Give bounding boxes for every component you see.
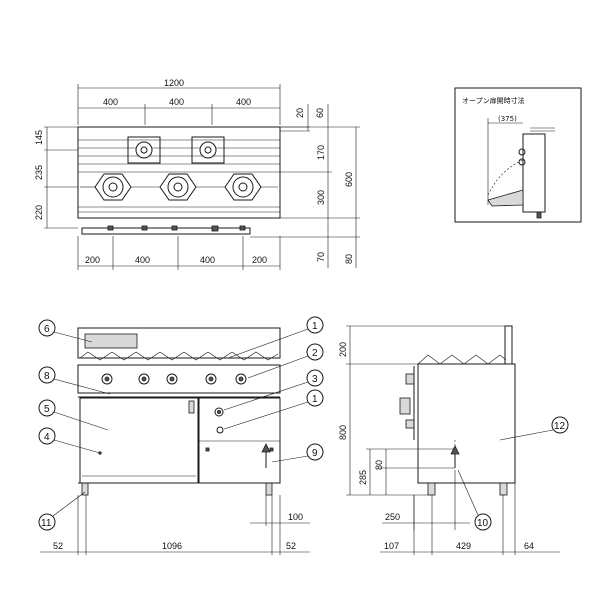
svg-text:10: 10 [477,518,489,529]
front-callouts: 6 8 5 4 11 1 2 3 1 [38,316,324,531]
inset-open-door: オープン扉開時寸法 (375) [454,87,582,223]
callout-12 [551,416,569,434]
callout-11 [38,513,56,531]
callout-6 [38,399,56,417]
inset-dim: (375) [498,115,517,123]
dim-side-800: 800 [338,425,348,440]
dim-right-70: 70 [316,252,326,262]
dim-front-52-left: 52 [53,541,63,551]
dim-left-145: 145 [34,130,44,145]
top-view-outline [77,126,281,219]
callout-5 [38,427,56,445]
top-view: 1200 400 400 400 20 60 170 300 70 600 80… [34,78,360,270]
callout-1 [306,316,324,334]
callout-10 [474,513,492,531]
svg-text:5: 5 [44,404,50,415]
dim-depth-600: 600 [344,172,354,187]
side-backsplash [504,325,513,365]
callout-8 [38,366,56,384]
oven-pilot [216,426,224,434]
dim-side-64: 64 [524,541,534,551]
dim-overall-width: 1200 [164,78,184,88]
dim-bottom-200-left: 200 [85,255,100,265]
dim-side-107: 107 [384,541,399,551]
rear-grate-left [127,136,161,164]
knob-2 [138,373,150,385]
front-control-panel [77,364,281,394]
dim-left-220: 220 [34,205,44,220]
callout-4 [306,369,324,387]
dim-bottom-200-right: 200 [252,255,267,265]
svg-text:3: 3 [312,374,318,385]
front-oven-door [79,397,199,484]
front-griddle-block [84,333,138,349]
dim-side-285: 285 [358,470,368,485]
inset-door [487,189,524,207]
callout-2 [306,343,324,361]
dim-right-300: 300 [316,190,326,205]
callout-9 [306,443,324,461]
top-view-front-rail [81,227,251,235]
svg-text:9: 9 [312,448,318,459]
dim-right-60: 60 [315,108,325,118]
front-right-compartment [198,397,281,484]
knob-1 [101,373,113,385]
side-body [417,363,516,484]
dim-side-429: 429 [456,541,471,551]
inset-title: オープン扉開時寸法 [462,96,525,105]
dim-side-80: 80 [374,460,384,470]
front-knobs [101,373,247,385]
rear-grate-right [191,136,225,164]
knob-4 [205,373,217,385]
svg-text:8: 8 [44,371,50,382]
dim-depth-80: 80 [344,254,354,264]
dim-side-250: 250 [385,512,400,522]
dim-left-235: 235 [34,165,44,180]
dim-front-100: 100 [288,512,303,522]
callout-3 [306,389,324,407]
dim-front-1096: 1096 [162,541,182,551]
dim-right-170: 170 [316,145,326,160]
dim-front-52-right: 52 [286,541,296,551]
svg-text:6: 6 [44,324,50,335]
inset-frame [454,87,582,223]
dim-bottom-400-2: 400 [200,255,215,265]
dim-right-20: 20 [295,108,305,118]
svg-text:2: 2 [312,348,318,359]
dim-bottom-400-1: 400 [135,255,150,265]
callout-7 [38,319,56,337]
knob-5 [235,373,247,385]
knob-3 [166,373,178,385]
front-backsplash [77,327,281,359]
svg-text:1: 1 [312,394,318,405]
svg-text:12: 12 [554,421,566,432]
svg-text:1: 1 [312,321,318,332]
dim-section-3: 400 [236,97,251,107]
dim-section-1: 400 [103,97,118,107]
svg-text:11: 11 [41,518,52,529]
front-view: 6 8 5 4 11 1 2 3 1 [38,316,324,555]
dim-side-200: 200 [338,342,348,357]
dim-section-2: 400 [169,97,184,107]
svg-text:4: 4 [44,432,50,443]
side-view: 200 800 285 80 10 12 250 107 429 64 [338,325,569,555]
oven-knob [214,407,224,417]
